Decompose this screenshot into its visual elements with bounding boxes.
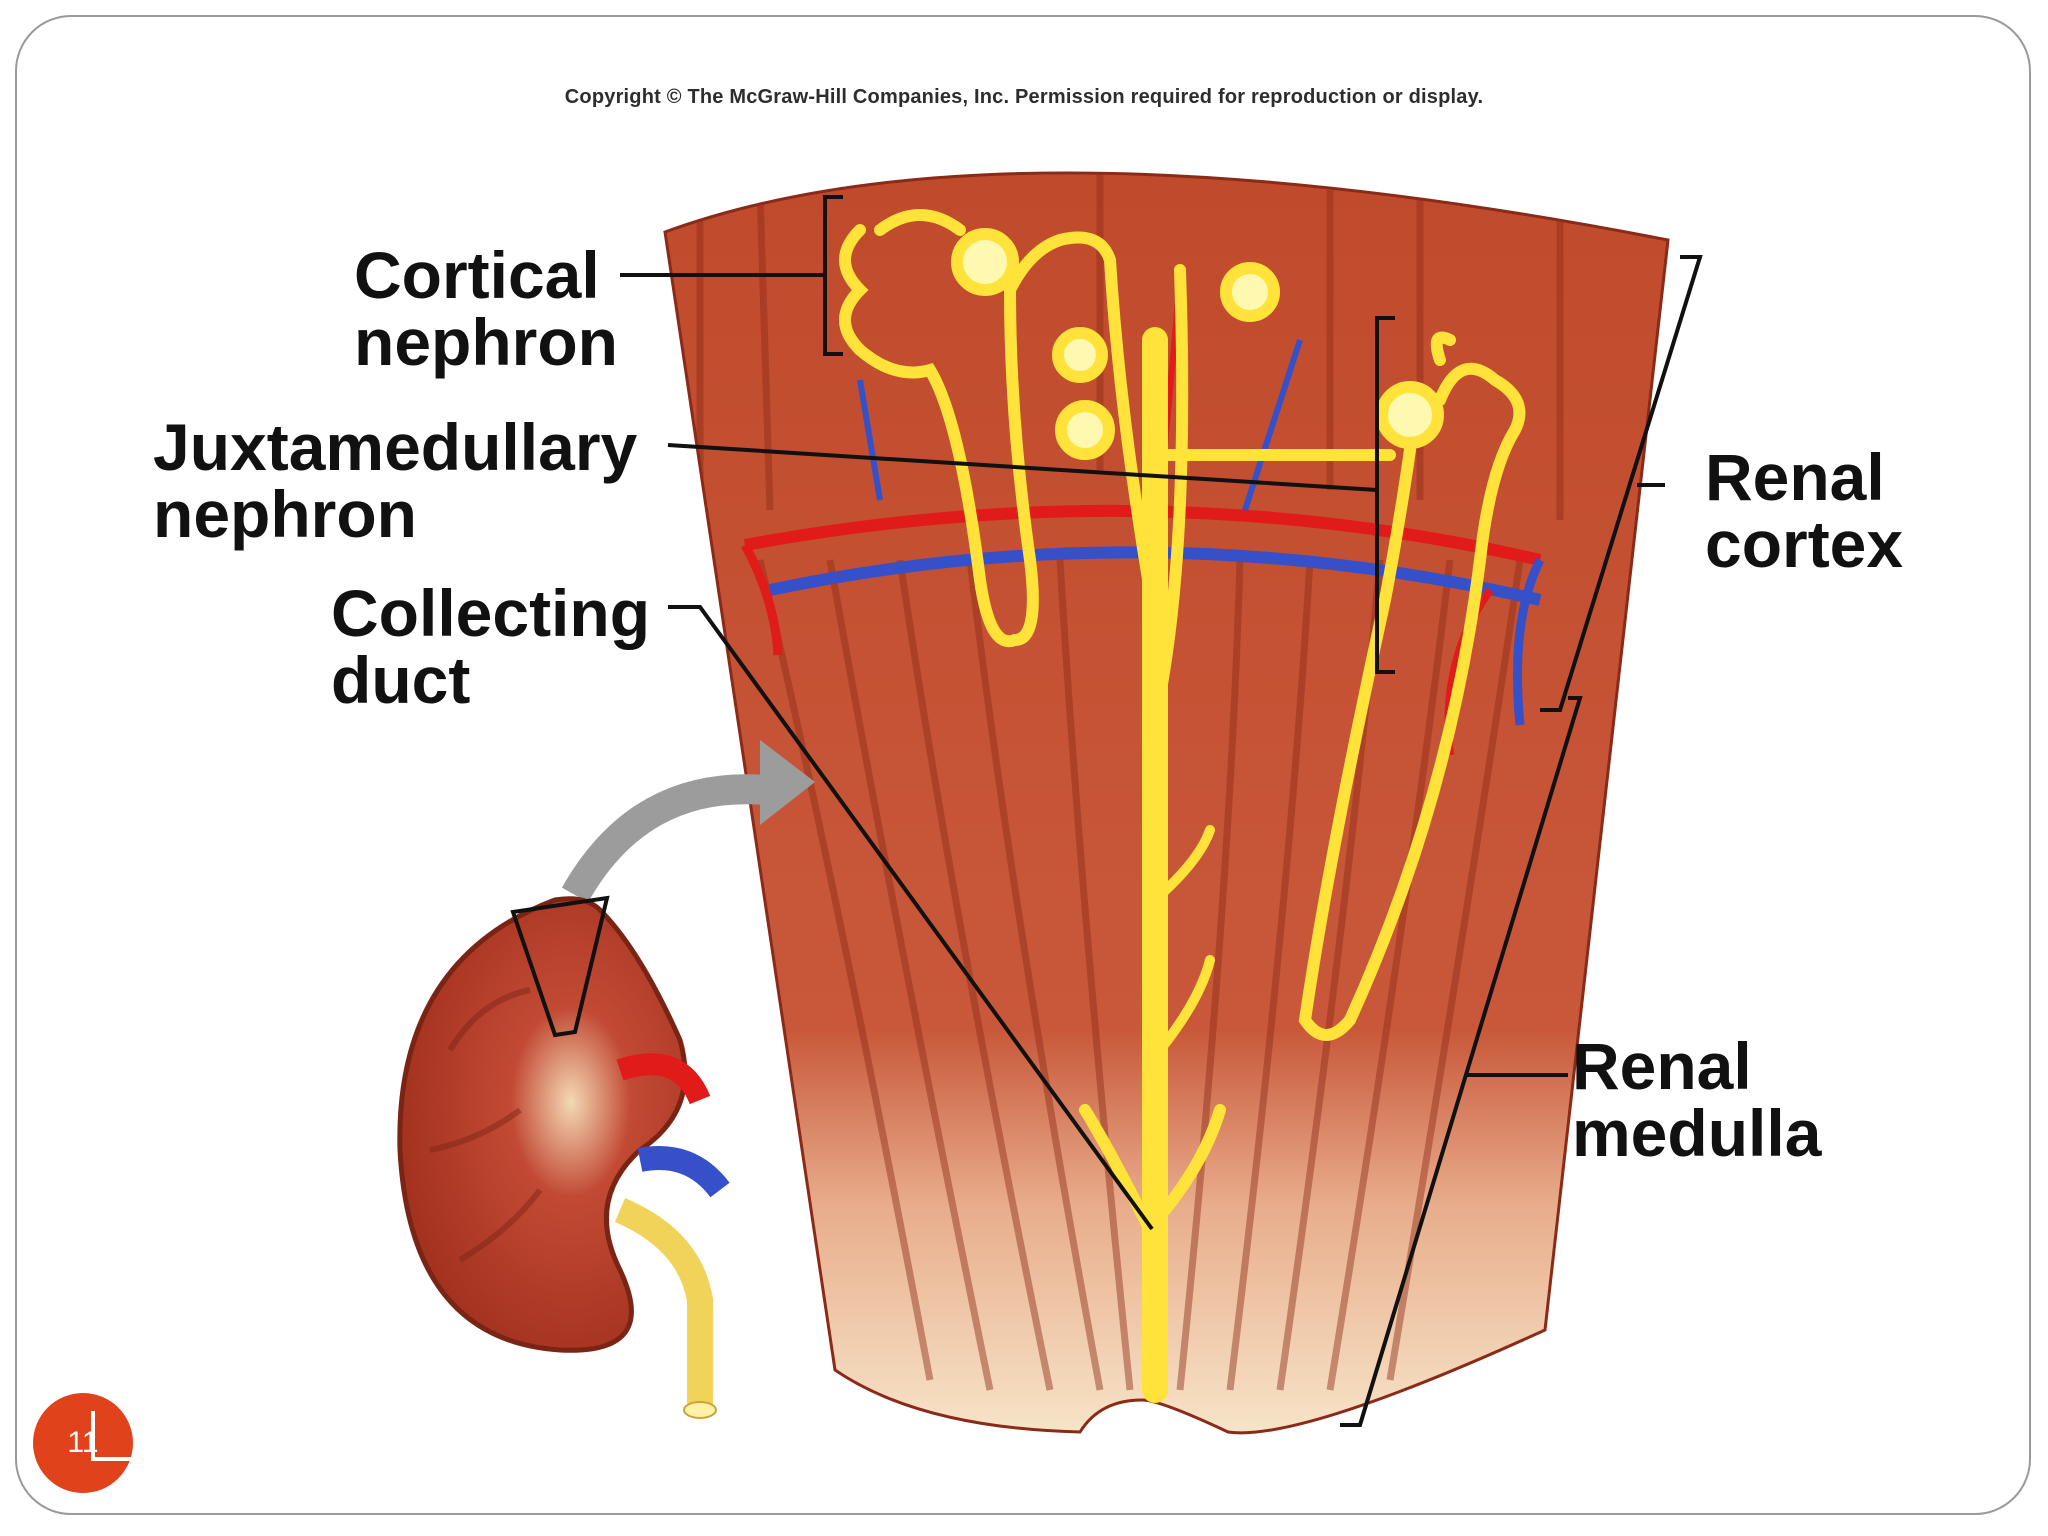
kidney-cross-section [397, 895, 730, 1419]
pointer-arrow-icon [561, 740, 815, 903]
collecting-duct-structure [1079, 254, 1396, 1403]
juxtamedullary-nephron-label: Juxtamedullary nephron [153, 414, 637, 548]
collecting-duct-label-line2: duct [331, 643, 471, 717]
slide-number: 11 [67, 1426, 99, 1459]
juxtamedullary-nephron-structure [1298, 331, 1526, 1041]
cortical-nephron-label-line1: Cortical [354, 238, 600, 312]
renal-cortex-label-line2: cortex [1705, 507, 1904, 581]
cortical-nephron-structure [839, 209, 1280, 648]
slide-number-circle-icon [33, 1393, 133, 1493]
juxtamedullary-nephron-label-line2: nephron [153, 477, 417, 551]
label-brackets [823, 195, 1703, 1427]
leader-lines [620, 273, 1665, 1231]
renal-medulla-label: Renal medulla [1572, 1033, 1821, 1167]
renal-cortex-label-line1: Renal [1705, 440, 1885, 514]
collecting-duct-label-line1: Collecting [331, 576, 651, 650]
cortical-nephron-label: Cortical nephron [354, 242, 618, 376]
renal-medulla-label-line1: Renal [1572, 1029, 1752, 1103]
slide-number-badge: 11 [33, 1393, 133, 1493]
copyright-notice: Copyright © The McGraw-Hill Companies, I… [564, 86, 1484, 108]
juxtamedullary-nephron-label-line1: Juxtamedullary [153, 410, 638, 484]
collecting-duct-label: Collecting duct [331, 580, 650, 714]
cortical-nephron-label-line2: nephron [354, 305, 618, 379]
renal-medulla-label-line2: medulla [1572, 1096, 1822, 1170]
renal-cortex-label: Renal cortex [1705, 444, 1903, 578]
